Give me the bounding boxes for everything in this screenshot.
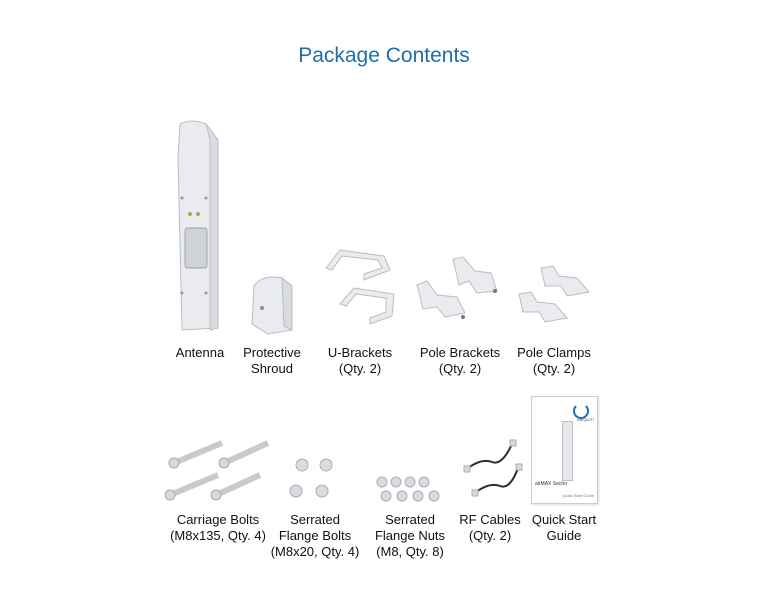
guide-brand: UBIQUITI	[576, 417, 594, 422]
guide-subtitle: Quick Start Guide	[562, 493, 594, 498]
quick-start-guide-image: UBIQUITI airMAX Sector Quick Start Guide	[531, 396, 598, 504]
antenna-image	[177, 120, 219, 331]
quick-start-label: Quick Start Guide	[531, 512, 597, 543]
flange-nuts-label: Serrated Flange Nuts (M8, Qty. 8)	[374, 512, 446, 559]
rf-cable-image	[463, 439, 523, 497]
pole-clamp-image	[518, 265, 590, 323]
ubiquiti-logo-icon	[573, 403, 589, 419]
guide-antenna-drawing	[562, 421, 573, 481]
pole-bracket-image	[416, 256, 498, 319]
flange-nut-image	[376, 476, 440, 502]
flange-bolts-label: Serrated Flange Bolts (M8x20, Qty. 4)	[270, 512, 360, 559]
carriage-bolts-label: Carriage Bolts (M8x135, Qty. 4)	[170, 512, 266, 543]
guide-product-title: airMAX Sector	[535, 481, 568, 487]
u-brackets-label: U-Brackets (Qty. 2)	[327, 345, 393, 376]
shroud-image	[251, 276, 293, 335]
rf-cables-label: RF Cables (Qty. 2)	[459, 512, 521, 543]
antenna-label: Antenna	[175, 345, 225, 360]
carriage-bolt-image	[164, 440, 270, 501]
pole-clamps-label: Pole Clamps (Qty. 2)	[517, 345, 591, 376]
flange-bolt-image	[289, 458, 333, 498]
u-bracket-image	[325, 249, 395, 325]
pole-brackets-label: Pole Brackets (Qty. 2)	[419, 345, 501, 376]
page-title: Package Contents	[298, 44, 470, 67]
shroud-label: Protective Shroud	[243, 345, 301, 376]
